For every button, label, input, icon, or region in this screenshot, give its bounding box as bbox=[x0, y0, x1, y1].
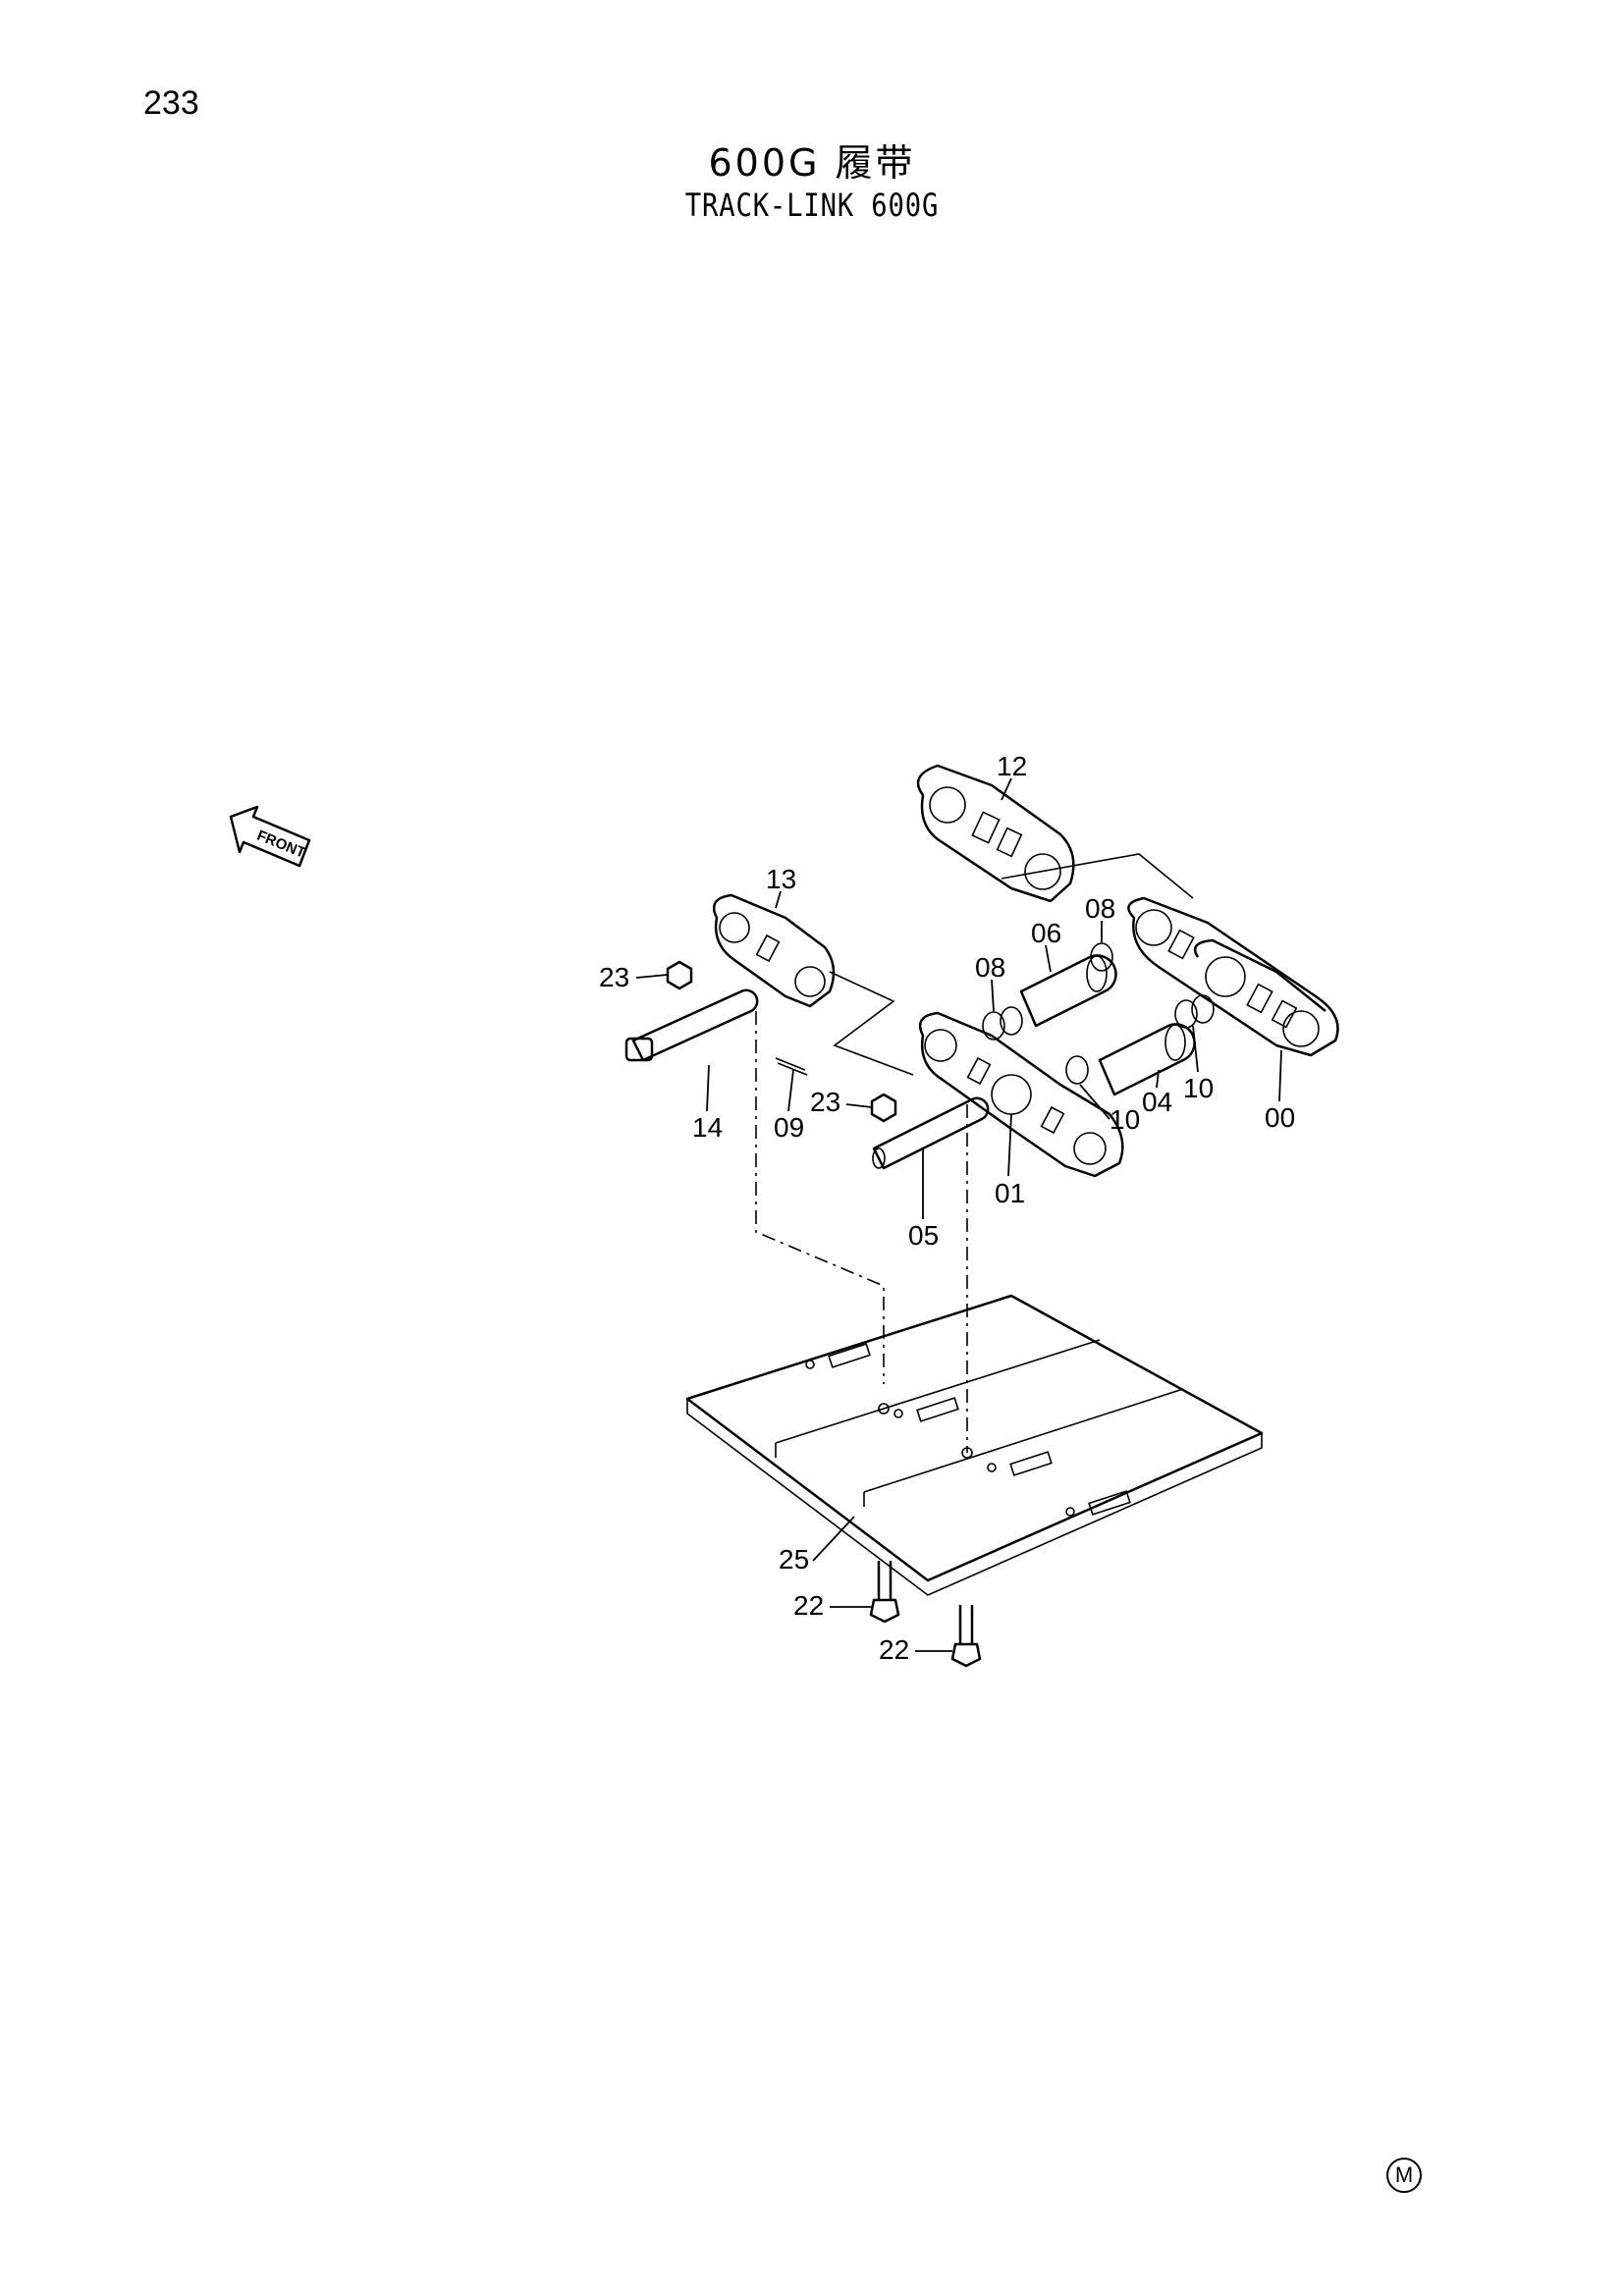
callout-22-upper: 22 bbox=[793, 1590, 824, 1621]
part-12-link bbox=[916, 764, 1075, 903]
callout-22-lower: 22 bbox=[879, 1634, 909, 1665]
callout-05: 05 bbox=[908, 1220, 939, 1251]
callout-14: 14 bbox=[692, 1112, 723, 1143]
callout-23-lower: 23 bbox=[810, 1087, 840, 1117]
part-22-bolt bbox=[869, 1561, 982, 1668]
front-arrow: FRONT bbox=[229, 805, 311, 868]
part-23-nut bbox=[666, 960, 897, 1123]
part-04-bushing bbox=[1098, 1023, 1196, 1096]
callout-08-right: 08 bbox=[1085, 893, 1115, 924]
callout-01: 01 bbox=[995, 1178, 1025, 1208]
part-06-bushing bbox=[1019, 954, 1117, 1028]
part-13-link bbox=[712, 893, 836, 1008]
callout-10-left: 10 bbox=[1110, 1104, 1140, 1135]
callout-25: 25 bbox=[779, 1544, 809, 1575]
front-label: FRONT bbox=[254, 828, 307, 862]
footer-mark: M bbox=[1386, 2158, 1422, 2193]
callout-13: 13 bbox=[766, 864, 796, 894]
part-10-washer bbox=[1065, 994, 1215, 1085]
callout-08-left: 08 bbox=[975, 952, 1005, 983]
callout-10-right: 10 bbox=[1183, 1073, 1214, 1103]
part-14-pin bbox=[624, 988, 759, 1062]
callout-00: 00 bbox=[1265, 1102, 1295, 1133]
callout-09: 09 bbox=[774, 1112, 804, 1143]
callout-12: 12 bbox=[997, 751, 1027, 781]
part-08-washer bbox=[982, 942, 1113, 1041]
callout-04: 04 bbox=[1142, 1087, 1172, 1117]
part-09-cotter-pin bbox=[775, 1057, 808, 1076]
title-chinese: 600G 履带 bbox=[708, 141, 916, 185]
part-01-link bbox=[918, 1011, 1124, 1178]
callout-23-upper: 23 bbox=[599, 962, 629, 992]
callouts: 12 13 23 08 06 08 14 09 23 01 05 10 04 1… bbox=[599, 751, 1295, 1665]
part-05-pin bbox=[872, 1096, 990, 1170]
title-english: TRACK-LINK 600G bbox=[684, 187, 940, 224]
page-number: 233 bbox=[143, 84, 199, 122]
part-25-track-shoe bbox=[685, 1294, 1264, 1596]
assembly-lines bbox=[755, 853, 1194, 1453]
callout-06: 06 bbox=[1031, 918, 1061, 948]
part-00-link-assembly bbox=[1127, 896, 1339, 1057]
